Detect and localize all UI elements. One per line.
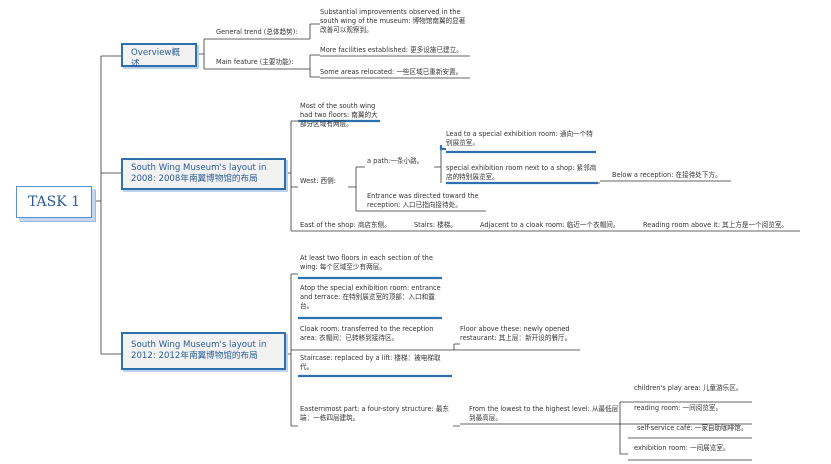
main-feature-node[interactable]: Main feature (主要功能):: [216, 58, 294, 66]
easternmost-part[interactable]: Easternmost part: a four-story structure…: [300, 405, 450, 422]
cloak-room-node[interactable]: Adjacent to a cloak room: 临近一个衣帽间。: [480, 221, 620, 229]
main-feature-item[interactable]: Some areas relocated: 一些区域已重新安置。: [320, 68, 463, 76]
staircase-lift[interactable]: Staircase: replaced by a lift: 楼梯：被电梯取代。: [300, 354, 441, 371]
atop-special-room[interactable]: Atop the special exhibition room: entran…: [300, 284, 441, 310]
floor-above-restaurant[interactable]: Floor above these: newly opened restaura…: [460, 325, 572, 342]
entrance-to-reception[interactable]: Entrance was directed toward the recepti…: [367, 192, 479, 209]
west-node[interactable]: West: 西侧:: [300, 177, 336, 185]
main-feature-item[interactable]: More facilities established: 更多设施已建立。: [320, 46, 463, 54]
general-trend-node[interactable]: General trend (总体趋势):: [216, 28, 298, 36]
east-of-shop-node[interactable]: East of the shop: 商店东侧。: [300, 221, 391, 229]
root-label: TASK 1: [27, 194, 81, 210]
stairs-node[interactable]: Stairs: 楼梯。: [414, 221, 457, 229]
floors-each-section[interactable]: At least two floors in each section of t…: [300, 254, 433, 271]
reading-room-node[interactable]: Reading room above it: 其上方是一个阅览室。: [643, 221, 789, 229]
overview-label: Overview概述: [131, 48, 181, 69]
general-trend-detail[interactable]: Substantial improvements observed in the…: [320, 8, 466, 34]
level-item[interactable]: reading room: 一间阅览室。: [634, 404, 723, 412]
layout-2008-label: South Wing Museum's layout in 2008: 2008…: [131, 163, 267, 184]
two-floors-note[interactable]: Most of the south wing had two floors: 南…: [300, 102, 378, 128]
level-item[interactable]: exhibition room: 一间展览室。: [634, 444, 730, 452]
root-node-task1[interactable]: TASK 1: [16, 186, 92, 218]
branch-overview[interactable]: Overview概述: [121, 43, 197, 69]
branch-layout-2008[interactable]: South Wing Museum's layout in 2008: 2008…: [121, 158, 286, 190]
layout-2012-label: South Wing Museum's layout in 2012: 2012…: [131, 340, 267, 361]
branch-layout-2012[interactable]: South Wing Museum's layout in 2012: 2012…: [121, 332, 286, 370]
level-item[interactable]: children's play area: 儿童游乐区。: [634, 384, 743, 392]
special-room-next-to-shop[interactable]: special exhibition room next to a shop: …: [446, 164, 597, 181]
level-item[interactable]: self-service café: 一家自助咖啡馆。: [637, 424, 748, 432]
below-reception[interactable]: Below a reception: 在接待处下方。: [612, 171, 722, 179]
lowest-to-highest[interactable]: From the lowest to the highest level: 从最…: [469, 405, 619, 422]
cloak-room-2012[interactable]: Cloak room: transferred to the reception…: [300, 325, 434, 342]
path-node[interactable]: a path:一条小路。: [367, 157, 424, 165]
lead-to-special-room[interactable]: Lead to a special exhibition room: 通向一个特…: [446, 130, 593, 147]
